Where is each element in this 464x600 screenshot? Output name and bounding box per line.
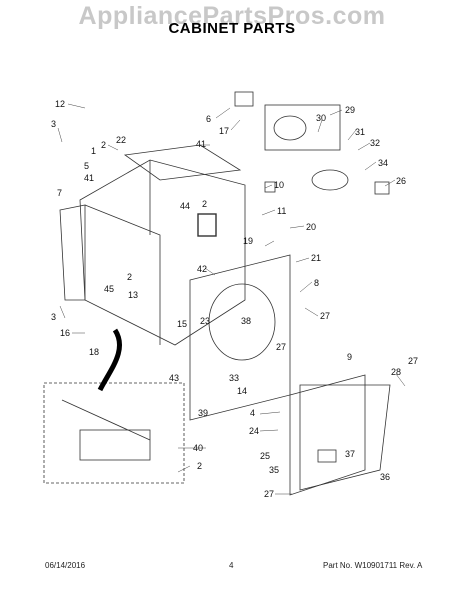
callout: 42 [197,264,208,274]
vent-hose [97,328,122,392]
front-panel-opening [208,283,276,361]
callout: 21 [311,253,322,263]
callout: 3 [51,119,57,129]
callout: 23 [200,316,211,326]
drive-belt [311,169,349,191]
callout: 30 [316,113,327,123]
callout: 18 [89,347,100,357]
page-title: CABINET PARTS [168,20,296,37]
callout: 22 [116,135,127,145]
label-part [197,213,217,237]
footer-date: 06/14/2016 [45,561,86,570]
callout: 43 [169,373,180,383]
burner-tube [61,399,151,441]
callout: 45 [104,284,115,294]
callout: 33 [229,373,240,383]
callout: 44 [180,201,191,211]
callout: 14 [237,386,248,396]
part-26 [374,181,390,195]
callout: 31 [355,127,366,137]
callout: 28 [391,367,402,377]
callout: 7 [57,188,63,198]
door-inner-panel [299,384,391,491]
footer-page-number: 4 [229,561,234,570]
callout: 11 [277,206,287,216]
motor-box [264,104,341,151]
watermark: AppliancePartsPros.com [78,2,386,30]
door-handle [317,449,337,463]
callout: 36 [380,472,391,482]
callout: 2 [127,272,133,282]
burner-box [43,382,185,484]
cabinet-side-panel [59,204,86,301]
callout: 26 [396,176,407,186]
part-6 [234,91,254,107]
callout: 5 [84,161,90,171]
callout: 2 [101,140,107,150]
callout: 29 [345,105,356,115]
callout: 16 [60,328,71,338]
callout: 8 [314,278,320,288]
footer-part-number: Part No. W10901711 Rev. A [323,561,423,570]
callout: 27 [264,489,275,499]
callout: 17 [219,126,230,136]
callout: 41 [84,173,95,183]
callout: 27 [408,356,419,366]
callout: 9 [347,352,353,362]
burner-assembly [79,429,151,461]
callout: 38 [241,316,252,326]
callout: 24 [249,426,260,436]
callout: 20 [306,222,317,232]
callout: 37 [345,449,356,459]
callout: 3 [51,312,57,322]
callout: 12 [55,99,66,109]
callout: 19 [243,236,254,246]
cabinet-body [79,159,246,346]
callout: 40 [193,443,204,453]
callout: 1 [91,146,97,156]
callout: 39 [198,408,209,418]
part-10 [264,181,276,193]
callout: 2 [197,461,203,471]
motor [273,115,307,141]
callout: 13 [128,290,139,300]
callout: 32 [370,138,381,148]
door-assembly [289,374,366,496]
callout: 27 [276,342,287,352]
callout: 4 [250,408,256,418]
callout: 35 [269,465,280,475]
callout: 6 [206,114,212,124]
top-bracket [123,144,242,181]
callout: 25 [260,451,271,461]
callout: 15 [177,319,188,329]
callout: 2 [202,199,208,209]
callout: 41 [196,139,207,149]
callout: 27 [320,311,331,321]
callout: 10 [274,180,285,190]
callout: 34 [378,158,389,168]
